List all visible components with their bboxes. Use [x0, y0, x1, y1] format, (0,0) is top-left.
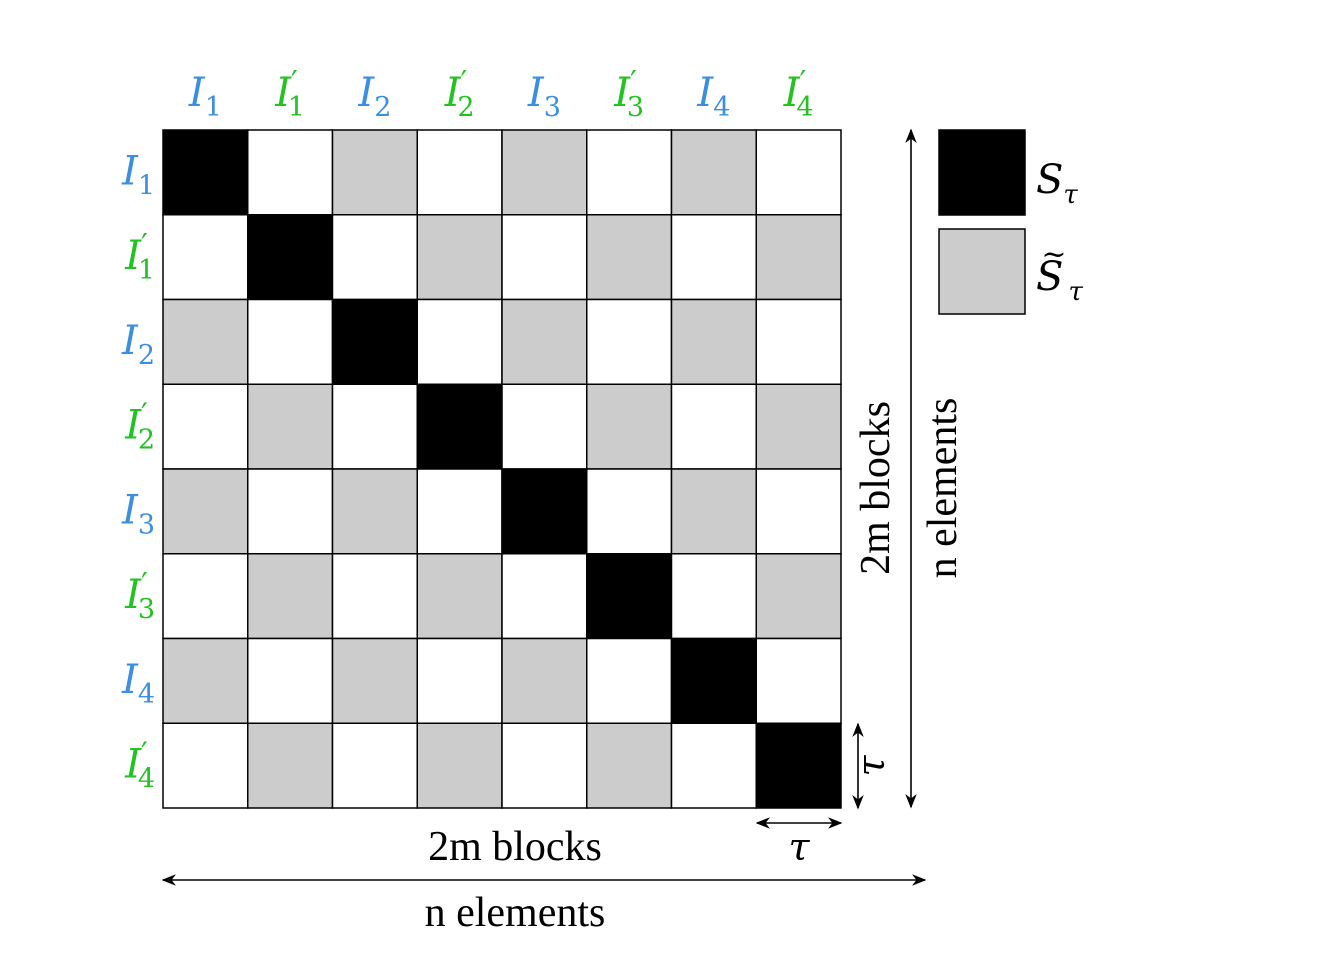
- matrix-cell-r8-c3: [331, 722, 418, 809]
- matrix-cell-r5-c2: [247, 468, 334, 555]
- matrix-cell-r1-c2: [247, 129, 334, 216]
- matrix-cell-r4-c3: [331, 383, 418, 470]
- matrix-cell-r2-c4: [416, 214, 503, 301]
- column-label-6: I′3: [613, 65, 644, 123]
- matrix-cell-r6-c4: [416, 553, 503, 640]
- matrix-cell-r4-c8: [755, 383, 842, 470]
- matrix-cell-r1-c6: [586, 129, 673, 216]
- row-label-3: I2: [121, 318, 155, 371]
- matrix-cell-r8-c2: [247, 722, 334, 809]
- matrix-cell-r7-c3: [331, 637, 418, 724]
- matrix-cell-r3-c3: [331, 298, 418, 385]
- matrix-cell-r5-c5: [501, 468, 588, 555]
- matrix-cell-r7-c2: [247, 637, 334, 724]
- row-label-1: I1: [121, 148, 155, 201]
- matrix-cell-r1-c8: [755, 129, 842, 216]
- matrix-cell-r2-c5: [501, 214, 588, 301]
- matrix-cell-r8-c8: [755, 722, 842, 809]
- column-label-1: I1: [188, 70, 222, 123]
- matrix-cell-r2-c3: [331, 214, 418, 301]
- tau-label-bottom: τ: [788, 825, 810, 869]
- matrix-cell-r7-c1: [162, 637, 249, 724]
- matrix-cell-r8-c7: [670, 722, 757, 809]
- tau-label-right: τ: [849, 755, 893, 777]
- row-label-8: I′4: [124, 737, 155, 795]
- matrix-cell-r1-c7: [670, 129, 757, 216]
- matrix-cell-r6-c6: [586, 553, 673, 640]
- matrix-cell-r3-c1: [162, 298, 249, 385]
- column-label-8: I′4: [783, 65, 814, 123]
- matrix-cell-r1-c4: [416, 129, 503, 216]
- legend-swatch-s-tau: [938, 129, 1026, 216]
- matrix-cell-r4-c2: [247, 383, 334, 470]
- matrix-cell-r1-c1: [162, 129, 249, 216]
- matrix-cell-r4-c4: [416, 383, 503, 470]
- matrix-cell-r2-c1: [162, 214, 249, 301]
- matrix-cell-r2-c8: [755, 214, 842, 301]
- matrix-cell-r4-c7: [670, 383, 757, 470]
- blocks-label-bottom: 2m blocks: [428, 824, 602, 870]
- matrix-cell-r5-c6: [586, 468, 673, 555]
- matrix-cell-r6-c8: [755, 553, 842, 640]
- matrix-cell-r8-c1: [162, 722, 249, 809]
- matrix-cell-r3-c5: [501, 298, 588, 385]
- matrix-cell-r7-c5: [501, 637, 588, 724]
- matrix-cell-r7-c7: [670, 637, 757, 724]
- blocks-label-right: 2m blocks: [853, 401, 899, 575]
- matrix-cell-r5-c8: [755, 468, 842, 555]
- matrix-cell-r8-c5: [501, 722, 588, 809]
- matrix-cell-r1-c3: [331, 129, 418, 216]
- bottom-annotations: 2m blocks τ n elements: [161, 817, 927, 936]
- matrix-cell-r6-c3: [331, 553, 418, 640]
- matrix-cell-r3-c2: [247, 298, 334, 385]
- column-label-3: I2: [357, 70, 391, 123]
- matrix-cell-r3-c6: [586, 298, 673, 385]
- matrix-cell-r4-c1: [162, 383, 249, 470]
- legend: Sτ S~τ: [938, 129, 1084, 315]
- row-label-4: I′2: [124, 398, 155, 456]
- legend-label-s-tau: Sτ: [1036, 157, 1078, 210]
- row-label-7: I4: [121, 657, 155, 710]
- legend-label-s-tilde-tau: S~τ: [1036, 237, 1084, 307]
- matrix-cell-r7-c8: [755, 637, 842, 724]
- matrix-cell-r8-c6: [586, 722, 673, 809]
- elements-label-right: n elements: [920, 398, 966, 579]
- matrix-cell-r8-c4: [416, 722, 503, 809]
- column-label-2: I′1: [274, 65, 305, 123]
- column-label-4: I′2: [444, 65, 475, 123]
- matrix-cell-r6-c2: [247, 553, 334, 640]
- matrix-cell-r5-c1: [162, 468, 249, 555]
- matrix-cell-r2-c2: [247, 214, 334, 301]
- matrix-cell-r3-c4: [416, 298, 503, 385]
- matrix-cell-r5-c3: [331, 468, 418, 555]
- row-label-2: I′1: [124, 228, 155, 286]
- matrix-cells: [162, 129, 842, 809]
- matrix-cell-r4-c5: [501, 383, 588, 470]
- matrix-cell-r6-c5: [501, 553, 588, 640]
- matrix-cell-r7-c4: [416, 637, 503, 724]
- matrix-cell-r5-c4: [416, 468, 503, 555]
- matrix-cell-r6-c1: [162, 553, 249, 640]
- column-label-5: I3: [527, 70, 561, 123]
- matrix-cell-r5-c7: [670, 468, 757, 555]
- column-labels: I1 I′1 I2 I′2 I3 I′3 I4 I′4: [188, 65, 814, 123]
- matrix-cell-r4-c6: [586, 383, 673, 470]
- row-label-5: I3: [121, 487, 155, 540]
- matrix-cell-r3-c7: [670, 298, 757, 385]
- legend-swatch-s-tilde-tau: [938, 228, 1026, 315]
- elements-label-bottom: n elements: [425, 890, 606, 936]
- matrix-cell-r6-c7: [670, 553, 757, 640]
- matrix-cell-r2-c6: [586, 214, 673, 301]
- matrix-cell-r1-c5: [501, 129, 588, 216]
- matrix-cell-r3-c8: [755, 298, 842, 385]
- row-label-6: I′3: [124, 567, 155, 625]
- right-annotations: τ 2m blocks n elements: [849, 128, 966, 810]
- column-label-7: I4: [696, 70, 730, 123]
- matrix-cell-r7-c6: [586, 637, 673, 724]
- matrix-cell-r2-c7: [670, 214, 757, 301]
